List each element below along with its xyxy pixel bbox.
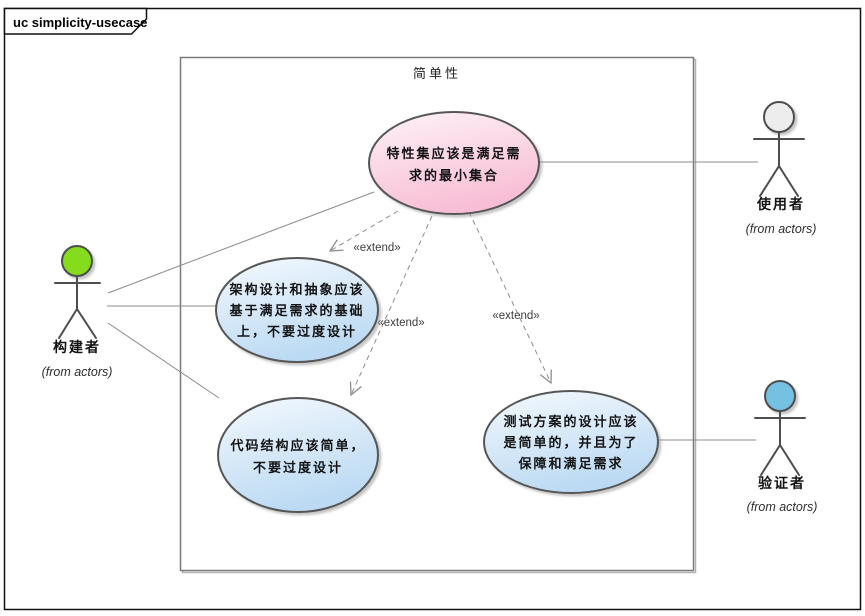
extend-featureset-test[interactable] — [468, 211, 551, 383]
usecase-code-ellipse[interactable] — [217, 397, 379, 513]
usecase-architecture[interactable]: 架构设计和抽象应该 基于满足需求的基础 上，不要过度设计 — [215, 257, 379, 363]
assoc-builder-featureset[interactable] — [107, 191, 375, 294]
usecase-feature-set-ellipse[interactable] — [368, 111, 540, 215]
actor-verifier-body[interactable] — [754, 410, 806, 476]
actor-verifier[interactable]: 验证者 (from actors) — [747, 380, 818, 514]
usecase-feature-set-text: 特性集应该是满足需 — [386, 146, 521, 161]
actor-user[interactable]: 使用者 (from actors) — [746, 101, 817, 236]
usecase-architecture-text: 架构设计和抽象应该 — [228, 282, 364, 297]
actor-builder-from: (from actors) — [42, 365, 113, 379]
assoc-builder-code[interactable] — [107, 322, 220, 399]
extend-stereotype-label: «extend» — [492, 310, 539, 322]
actor-user-from: (from actors) — [746, 222, 817, 236]
usecase-feature-set-text: 求的最小集合 — [409, 168, 499, 183]
extend-featureset-architecture[interactable] — [330, 210, 399, 251]
usecase-architecture-text: 基于满足需求的基础 — [228, 303, 364, 318]
actor-builder-body[interactable] — [54, 275, 101, 339]
actor-user-body[interactable] — [753, 131, 805, 197]
usecase-architecture-text: 上，不要过度设计 — [237, 324, 357, 339]
actor-verifier-head[interactable] — [764, 380, 796, 412]
usecase-architecture-ellipse[interactable] — [215, 257, 379, 363]
usecase-code[interactable]: 代码结构应该简单， 不要过度设计 — [217, 397, 379, 513]
extend-stereotype-label: «extend» — [377, 317, 424, 329]
extend-featureset-code[interactable] — [351, 215, 433, 395]
actor-builder[interactable]: 构建者 (from actors) — [42, 245, 113, 379]
usecase-test-text: 测试方案的设计应该 — [503, 414, 638, 429]
actor-builder-name: 构建者 — [53, 339, 101, 355]
boundary-title: 简单性 — [413, 66, 461, 81]
usecase-code-text: 不要过度设计 — [253, 460, 343, 475]
usecase-code-text: 代码结构应该简单， — [229, 438, 365, 453]
actor-verifier-from: (from actors) — [747, 500, 818, 514]
usecase-test-text: 保障和满足需求 — [517, 456, 623, 471]
actor-user-name: 使用者 — [756, 196, 805, 212]
usecase-test[interactable]: 测试方案的设计应该 是简单的，并且为了 保障和满足需求 — [483, 390, 659, 494]
usecase-feature-set[interactable]: 特性集应该是满足需 求的最小集合 — [368, 111, 540, 215]
actor-builder-head[interactable] — [61, 245, 93, 277]
extend-stereotype-label: «extend» — [353, 242, 400, 254]
usecase-test-ellipse[interactable] — [483, 390, 659, 494]
actor-user-head[interactable] — [763, 101, 795, 133]
actor-verifier-name: 验证者 — [758, 475, 806, 491]
frame-label-pentagon — [3, 7, 148, 35]
usecase-test-text: 是简单的，并且为了 — [502, 435, 638, 450]
frame-label: uc simplicity-usecase — [13, 15, 147, 30]
